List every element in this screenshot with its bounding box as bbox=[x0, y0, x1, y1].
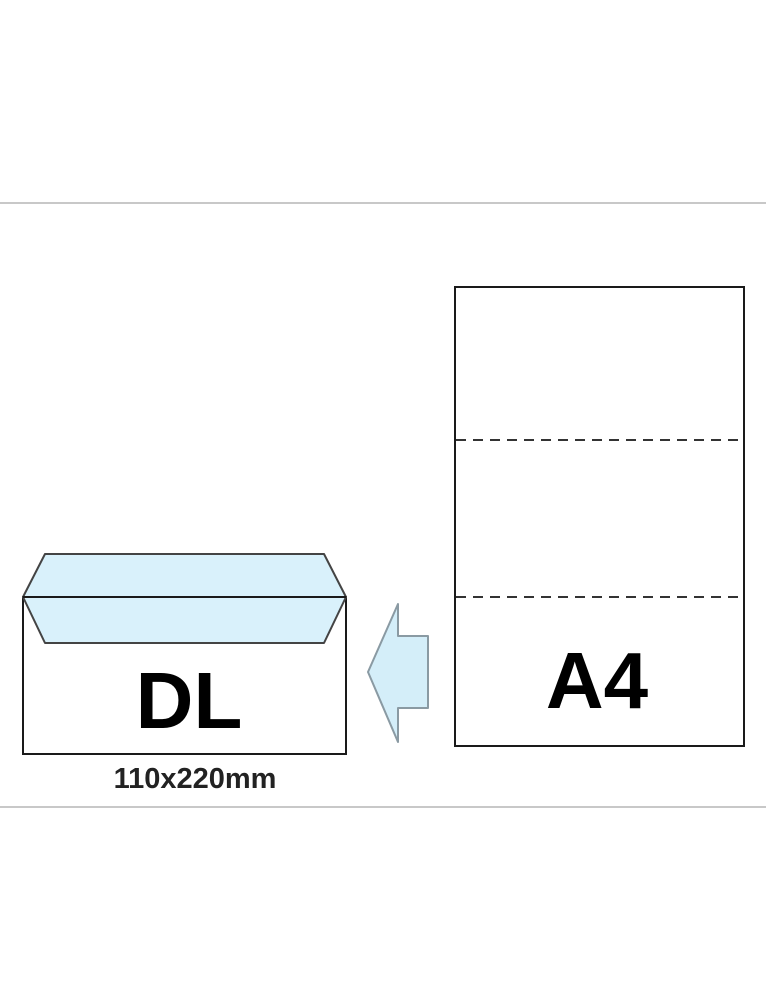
envelope-size-label: DL bbox=[136, 656, 243, 745]
envelope-dimensions-label: 110x220mm bbox=[114, 763, 277, 795]
paper-sheet-icon: A4 bbox=[454, 286, 745, 747]
envelope-icon: DL bbox=[22, 553, 347, 755]
divider-top bbox=[0, 202, 766, 204]
divider-bottom bbox=[0, 806, 766, 808]
envelope-flap bbox=[22, 553, 347, 644]
paper-size-label: A4 bbox=[546, 636, 649, 725]
arrow-left-icon bbox=[367, 603, 429, 743]
paper-sheet bbox=[454, 286, 745, 747]
